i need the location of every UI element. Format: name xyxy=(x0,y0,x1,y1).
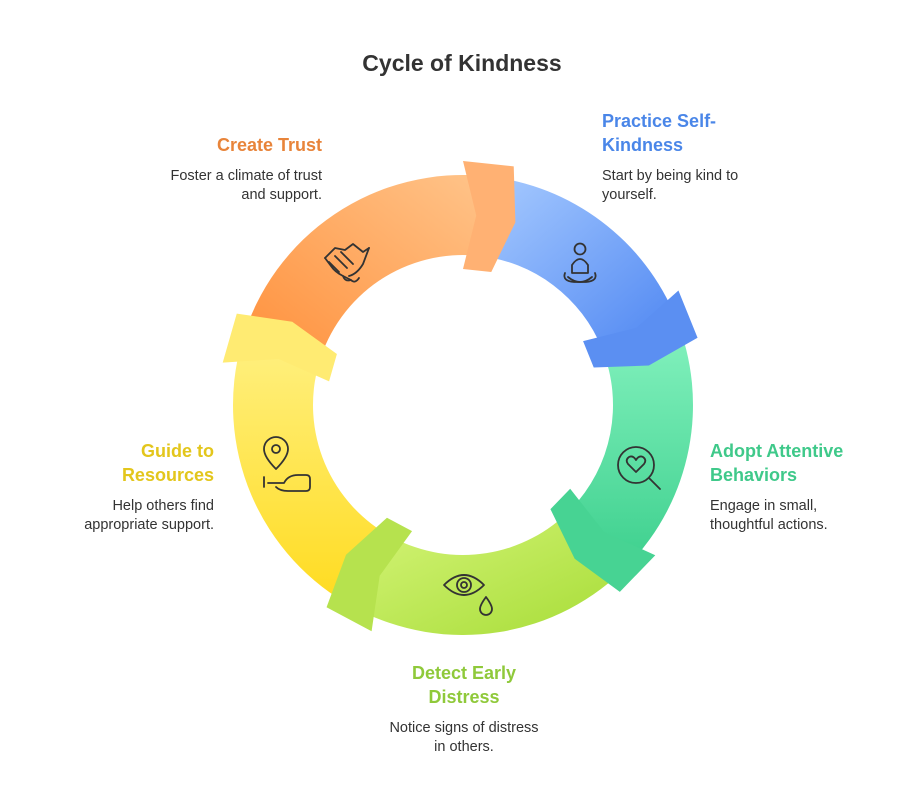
handshake-icon xyxy=(324,243,370,283)
step-description: Foster a climate of trust and support. xyxy=(171,167,323,205)
step-description: Engage in small, thoughtful actions. xyxy=(710,497,843,535)
step-description: Help others find appropriate support. xyxy=(84,497,214,535)
desc-line: thoughtful actions. xyxy=(710,517,828,533)
step-practice-self-kindness: Practice Self- Kindness Start by being k… xyxy=(602,109,738,205)
segment-attentive-behaviors xyxy=(570,318,693,565)
step-heading: Practice Self- Kindness xyxy=(602,109,738,157)
segment-guide-resources xyxy=(232,341,393,609)
step-adopt-attentive-behaviors: Adopt Attentive Behaviors Engage in smal… xyxy=(710,439,843,535)
step-description: Start by being kind to yourself. xyxy=(602,167,738,205)
desc-line: in others. xyxy=(434,739,494,755)
heading-line: Practice Self- xyxy=(602,111,717,131)
desc-line: yourself. xyxy=(602,187,657,203)
heading-line: Detect Early xyxy=(411,663,517,683)
step-detect-early-distress: Detect Early Distress Notice signs of di… xyxy=(352,661,576,757)
location-hand-icon xyxy=(263,436,311,492)
segment-early-distress xyxy=(355,509,629,635)
heading-line: Distress xyxy=(428,687,500,707)
segment-arrow-cap xyxy=(222,313,337,382)
segment-self-kindness xyxy=(478,176,677,349)
heading-line: Kindness xyxy=(602,135,684,155)
desc-line: Engage in small, xyxy=(710,498,818,514)
desc-line: Help others find xyxy=(112,498,214,514)
heart-search-icon xyxy=(617,446,661,490)
segment-arrow-cap xyxy=(463,161,516,272)
heading-line: Guide to xyxy=(141,441,214,461)
heading-line: Behaviors xyxy=(710,465,798,485)
step-description: Notice signs of distress in others. xyxy=(352,719,576,757)
desc-line: Notice signs of distress xyxy=(389,720,539,736)
desc-line: Start by being kind to xyxy=(602,168,739,184)
desc-line: and support. xyxy=(241,187,322,203)
diagram-title: Cycle of Kindness xyxy=(362,50,562,76)
step-heading: Create Trust xyxy=(171,133,322,157)
step-create-trust: Create Trust Foster a climate of trust a… xyxy=(171,133,323,205)
desc-line: Foster a climate of trust xyxy=(170,168,323,184)
segment-arrow-cap xyxy=(550,488,656,592)
heading-line: Resources xyxy=(121,465,214,485)
segment-arrow-cap xyxy=(326,517,413,632)
desc-line: appropriate support. xyxy=(84,517,214,533)
eye-tear-icon xyxy=(443,574,493,616)
segment-create-trust xyxy=(241,175,488,364)
step-guide-to-resources: Guide to Resources Help others find appr… xyxy=(84,439,214,535)
step-heading: Adopt Attentive Behaviors xyxy=(710,439,843,487)
meditation-icon xyxy=(563,242,597,283)
heading-line: Adopt Attentive xyxy=(710,441,844,461)
step-heading: Detect Early Distress xyxy=(352,661,576,709)
segment-arrow-cap xyxy=(583,290,698,368)
heading-line: Create Trust xyxy=(216,135,322,155)
step-heading: Guide to Resources xyxy=(84,439,214,487)
